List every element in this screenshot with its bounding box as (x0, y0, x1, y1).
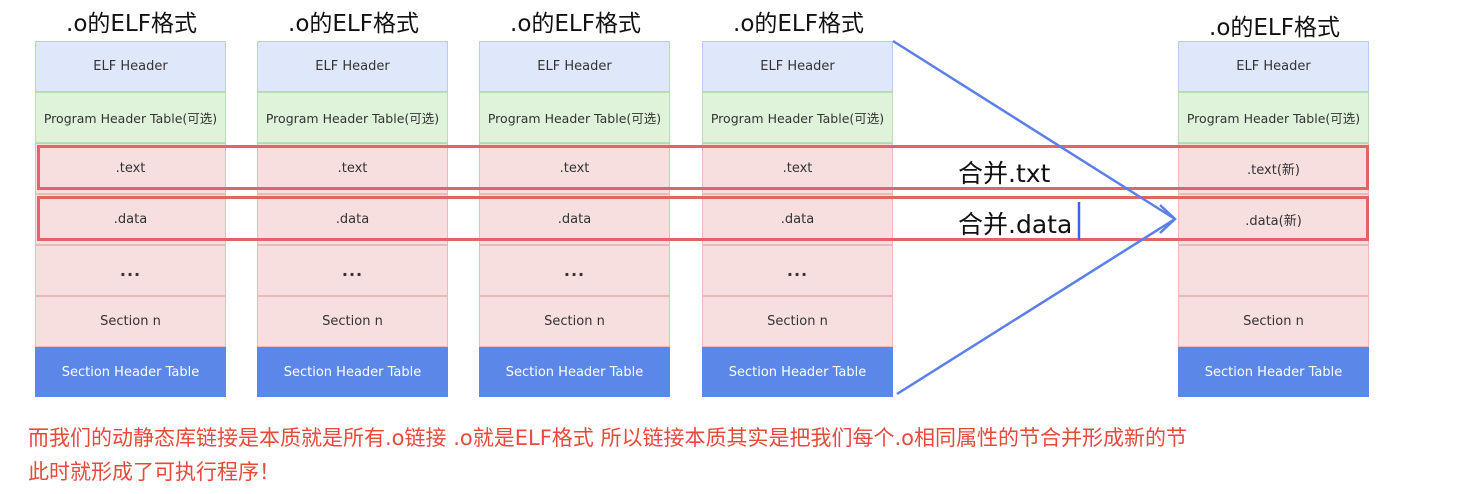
section-n-block: Section n (1178, 296, 1369, 347)
elf-header-block: ELF Header (35, 41, 226, 92)
text-section-block: .text (702, 143, 893, 194)
data-merge-band (37, 196, 1369, 241)
text-section-block: .text (479, 143, 670, 194)
section-header-table-block: Section Header Table (702, 347, 893, 397)
data-section-block: .data (35, 194, 226, 245)
footer-line-1: 而我们的动静态库链接是本质就是所有.o链接 .o就是ELF格式 所以链接本质其实… (28, 426, 1187, 450)
text-section-block: .text (35, 143, 226, 194)
elf-header-block: ELF Header (479, 41, 670, 92)
program-header-table-block: Program Header Table(可选) (702, 92, 893, 143)
elf-header-block: ELF Header (702, 41, 893, 92)
arrow-head (1159, 204, 1177, 234)
data-section-block: .data (479, 194, 670, 245)
column-title: .o的ELF格式 (733, 11, 864, 37)
program-header-table-block: Program Header Table(可选) (1178, 92, 1369, 143)
column-title: .o的ELF格式 (288, 11, 419, 37)
section-header-table-block: Section Header Table (35, 347, 226, 397)
merged-text-section-block: .text(新) (1178, 143, 1369, 194)
section-n-block: Section n (479, 296, 670, 347)
data-section-block: .data (257, 194, 448, 245)
footer-line-2: 此时就形成了可执行程序！ (28, 460, 280, 484)
merged-data-section-block: .data(新) (1178, 194, 1369, 245)
section-header-table-block: Section Header Table (479, 347, 670, 397)
ellipsis-block: ... (35, 245, 226, 296)
lower-arrow-line (896, 217, 1176, 396)
result-column-title: .o的ELF格式 (1209, 15, 1340, 41)
ellipsis-block: ... (479, 245, 670, 296)
empty-section-block (1178, 245, 1369, 296)
program-header-table-block: Program Header Table(可选) (257, 92, 448, 143)
section-n-block: Section n (257, 296, 448, 347)
section-n-block: Section n (702, 296, 893, 347)
text-section-block: .text (257, 143, 448, 194)
upper-arrow-line (892, 39, 1176, 221)
text-merge-band (37, 145, 1369, 190)
column-title: .o的ELF格式 (510, 11, 641, 37)
column-title: .o的ELF格式 (66, 11, 197, 37)
merge-text-label: 合并.txt (958, 159, 1051, 188)
section-header-table-block: Section Header Table (257, 347, 448, 397)
elf-header-block: ELF Header (1178, 41, 1369, 92)
program-header-table-block: Program Header Table(可选) (479, 92, 670, 143)
ellipsis-block: ... (257, 245, 448, 296)
elf-header-block: ELF Header (257, 41, 448, 92)
data-section-block: .data (702, 194, 893, 245)
section-header-table-block: Section Header Table (1178, 347, 1369, 397)
ellipsis-block: ... (702, 245, 893, 296)
program-header-table-block: Program Header Table(可选) (35, 92, 226, 143)
merge-data-label: 合并.data (958, 210, 1073, 239)
section-n-block: Section n (35, 296, 226, 347)
